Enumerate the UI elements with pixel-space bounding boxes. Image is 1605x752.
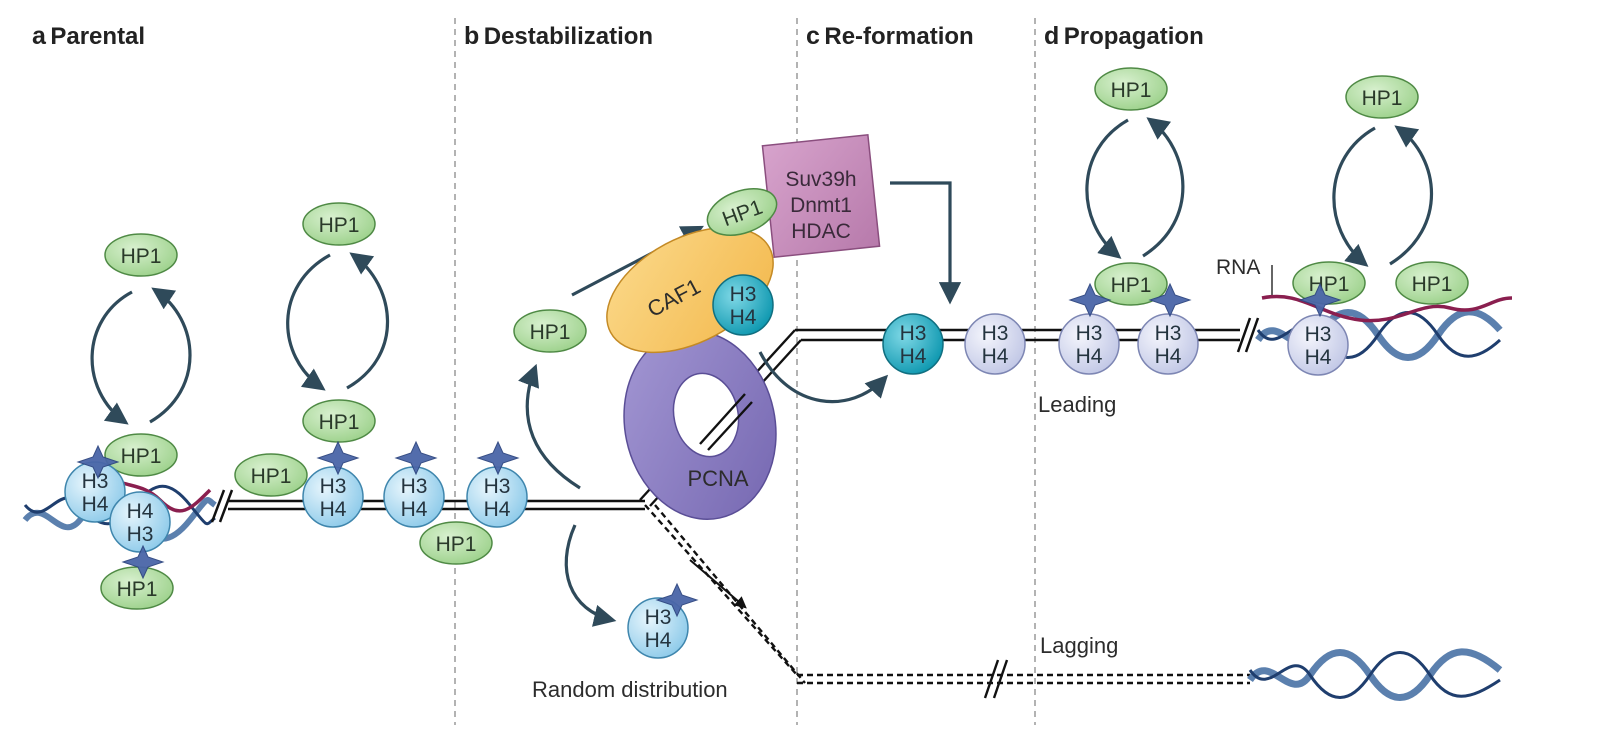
h4-label: H3 <box>127 523 154 546</box>
hp1-panel-a-bound-2: HP1 <box>302 399 376 443</box>
h4-label: H4 <box>982 345 1009 368</box>
h3-label: H3 <box>320 475 347 498</box>
hp1-label: HP1 <box>319 214 360 237</box>
hp1-label: HP1 <box>319 411 360 434</box>
hp1-on-caf1: HP1 <box>706 187 778 237</box>
methyl-mark-a-2 <box>121 544 165 580</box>
pcna-ring: PCNA <box>623 330 777 520</box>
panel-titles: a Parental b Destabilization c Re-format… <box>32 22 1204 50</box>
methyl-mark-a-1 <box>76 444 120 480</box>
h4-label: H4 <box>730 306 757 329</box>
h4-label: H4 <box>1076 345 1103 368</box>
hp1-panel-a-side: HP1 <box>234 453 308 497</box>
enzyme-line-2: Dnmt1 <box>790 194 852 217</box>
hp1-panel-a-top-2: HP1 <box>302 202 376 246</box>
h4-label: H4 <box>1305 346 1332 369</box>
h3-label: H4 <box>127 500 154 523</box>
h3-label: H3 <box>730 283 757 306</box>
h4-label: H4 <box>320 498 347 521</box>
panel-b-title: b Destabilization <box>464 22 653 50</box>
hp1-panel-d-bound: HP1 <box>1094 262 1168 306</box>
lagging-label: Lagging <box>1040 633 1118 658</box>
h3-label: H3 <box>1076 322 1103 345</box>
h3-label: H3 <box>645 606 672 629</box>
hp1-panel-d-top: HP1 <box>1094 67 1168 111</box>
hp1-label: HP1 <box>436 533 477 556</box>
h3-label: H3 <box>982 322 1009 345</box>
enzyme-line-3: HDAC <box>791 220 851 243</box>
hp1-label: HP1 <box>1111 79 1152 102</box>
methyl-mark-d-1 <box>1068 282 1112 318</box>
hp1-panel-a-below: HP1 <box>419 521 493 565</box>
lagging-helix <box>1247 648 1503 701</box>
hp1-panel-a-bound: HP1 <box>104 433 178 477</box>
hp1-panel-d-bound-3: HP1 <box>1395 261 1469 305</box>
panel-d-title: d Propagation <box>1044 22 1204 50</box>
methyl-mark-a-5 <box>476 440 520 476</box>
hp1-label: HP1 <box>1362 87 1403 110</box>
enzyme-line-1: Suv39h <box>785 168 856 191</box>
panel-a-title: a Parental <box>32 22 145 50</box>
rna-strand-propagation <box>1261 294 1513 323</box>
h4-label: H4 <box>484 498 511 521</box>
h4-label: H4 <box>900 345 927 368</box>
pcna-label: PCNA <box>687 466 748 491</box>
methyl-mark-a-4 <box>394 440 438 476</box>
hp1-label: HP1 <box>121 445 162 468</box>
random-distribution-label: Random distribution <box>532 677 728 702</box>
leading-label: Leading <box>1038 392 1116 417</box>
methyl-mark-d-3 <box>1298 282 1342 318</box>
leading-strand-through-pcna <box>699 393 753 451</box>
hp1-label: HP1 <box>1111 274 1152 297</box>
h3-label: H3 <box>484 475 511 498</box>
panel-dividers <box>454 18 1036 725</box>
methyl-mark-random <box>655 582 699 618</box>
hp1-panel-d-top-2: HP1 <box>1345 75 1419 119</box>
hp1-panel-a-top: HP1 <box>104 233 178 277</box>
panel-c-title: c Re-formation <box>806 22 974 50</box>
hp1-panel-a-bottom: HP1 <box>100 566 174 610</box>
h3-label: H3 <box>1155 322 1182 345</box>
h4-label: H4 <box>1155 345 1182 368</box>
hp1-label: HP1 <box>1309 273 1350 296</box>
lagging-direction-arrow <box>689 559 747 609</box>
hp1-label: HP1 <box>1412 273 1453 296</box>
hp1-label: HP1 <box>530 321 571 344</box>
lagging-strand <box>644 504 1250 685</box>
h3-label: H3 <box>900 322 927 345</box>
h3-label: H3 <box>82 470 109 493</box>
hp1-panel-b-free: HP1 <box>513 309 587 353</box>
h4-label: H4 <box>82 493 109 516</box>
hp1-label: HP1 <box>121 245 162 268</box>
methyl-mark-d-2 <box>1148 282 1192 318</box>
lagging-break <box>983 659 1009 699</box>
hp1-label: HP1 <box>251 465 292 488</box>
methyl-mark-a-3 <box>316 440 360 476</box>
enzyme-box: Suv39h Dnmt1 HDAC <box>761 133 881 259</box>
h3-label: H3 <box>1305 323 1332 346</box>
h4-label: H4 <box>401 498 428 521</box>
h4-label: H4 <box>645 629 672 652</box>
hp1-cycle-arrows <box>90 117 1434 627</box>
rna-label: RNA <box>1216 256 1260 279</box>
hp1-label: HP1 <box>117 578 158 601</box>
h3-label: H3 <box>401 475 428 498</box>
